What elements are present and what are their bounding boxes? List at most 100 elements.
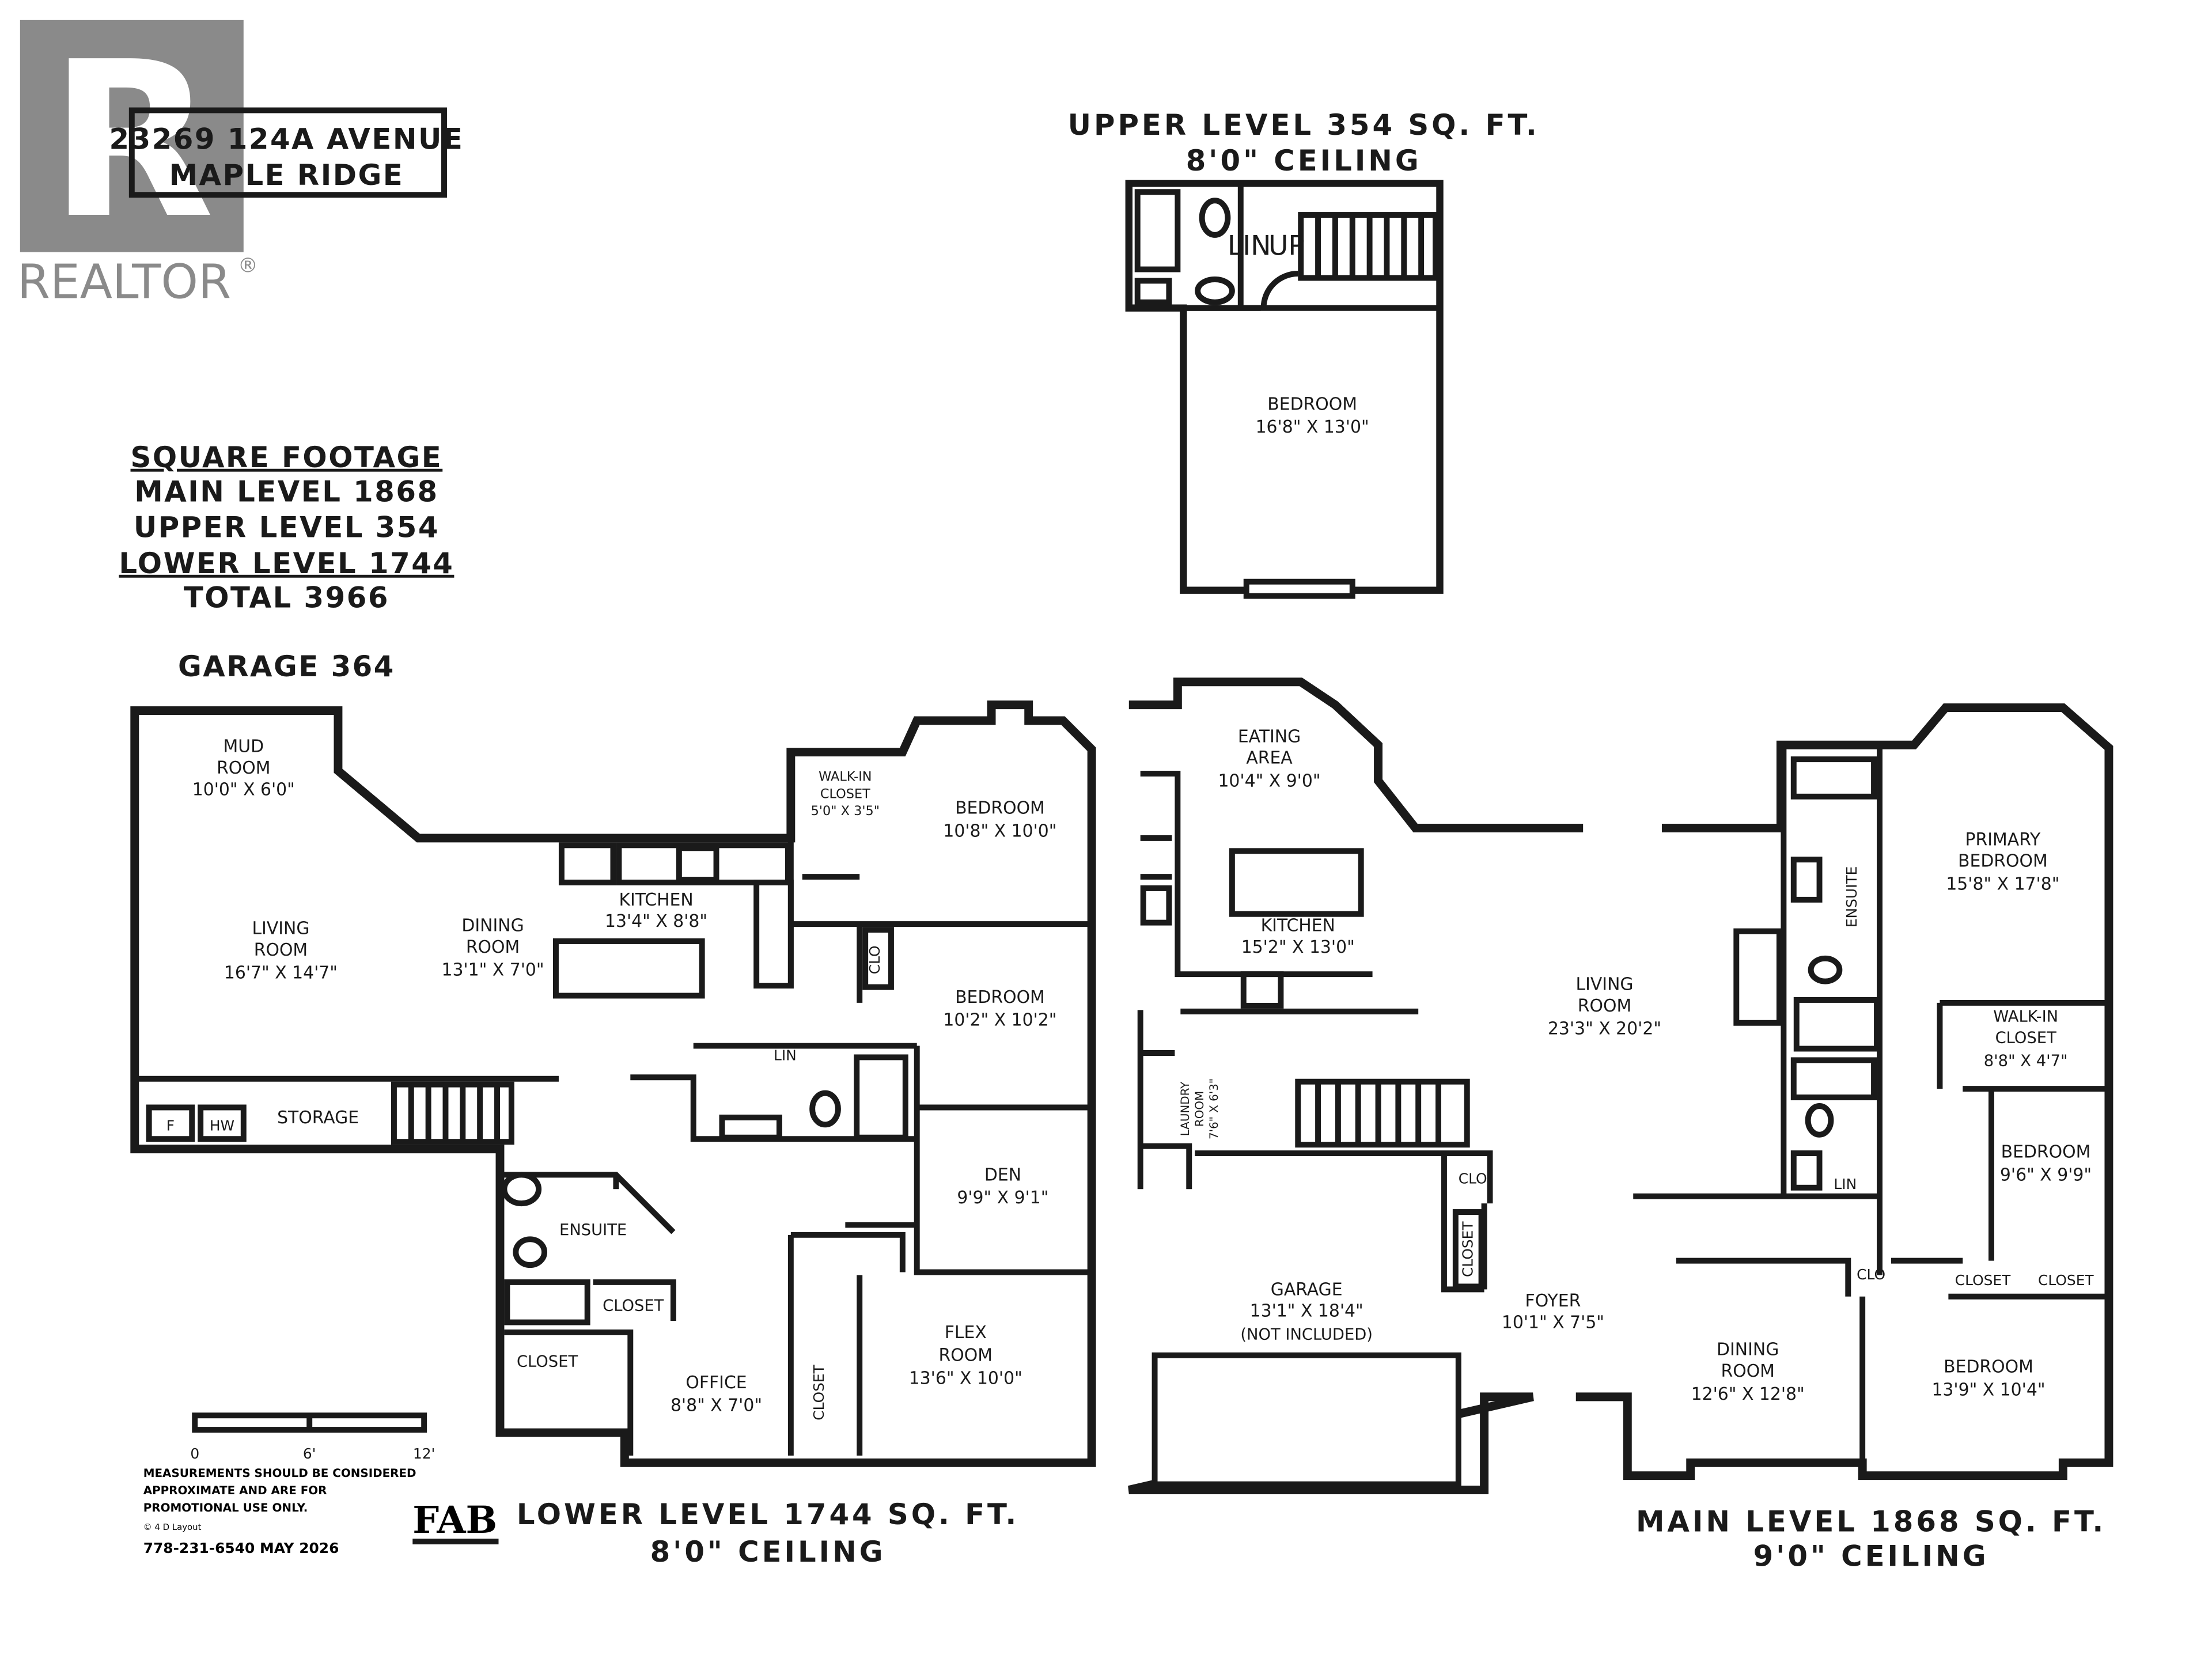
main-kitchen-range bbox=[1240, 971, 1284, 1009]
upper-toilet bbox=[1199, 198, 1231, 238]
main-kitchen-counters bbox=[1137, 771, 1419, 1190]
main-kitchen-sink bbox=[1140, 885, 1172, 926]
lower-wic-name2: CLOSET bbox=[820, 786, 870, 801]
lower-dining-name2: ROOM bbox=[466, 937, 520, 957]
main-bedroom2-name: BEDROOM bbox=[1944, 1357, 2033, 1377]
main-dining-dim: 12'6" X 12'8" bbox=[1691, 1384, 1805, 1404]
main-wic-dim: 8'8" X 4'7" bbox=[1984, 1052, 2068, 1070]
lower-furnace-box bbox=[146, 1104, 195, 1142]
main-laundry-name: LAUNDRY bbox=[1179, 1081, 1192, 1136]
main-ensuite-shower bbox=[1793, 997, 1880, 1052]
sqft-lower: LOWER LEVEL 1744 bbox=[119, 547, 454, 580]
upper-bedroom-name: BEDROOM bbox=[1267, 394, 1357, 414]
lower-lin-label: LIN bbox=[774, 1047, 797, 1063]
lower-living-name: LIVING bbox=[252, 919, 309, 939]
upper-window bbox=[1243, 578, 1355, 599]
lower-bedroom2-dim: 10'2" X 10'2" bbox=[943, 1010, 1056, 1031]
main-primary-name2: BEDROOM bbox=[1958, 851, 2048, 872]
main-level-plan: EATING AREA 10'4" X 9'0" KITCHEN 15'2" X… bbox=[1128, 677, 2113, 1573]
registered-mark: ® bbox=[238, 255, 258, 278]
disclaimer: MEASUREMENTS SHOULD BE CONSIDERED APPROX… bbox=[143, 1467, 416, 1556]
main-garage-dim: 13'1" X 18'4" bbox=[1250, 1301, 1363, 1321]
main-clo1-label: CLO bbox=[1459, 1170, 1487, 1187]
lower-flex-name: FLEX bbox=[945, 1323, 987, 1343]
main-ensuite-tub bbox=[1790, 756, 1877, 800]
lower-kitchen-sink-counter bbox=[753, 880, 794, 989]
main-closet-v-label: CLOSET bbox=[1460, 1221, 1476, 1277]
lower-clo-box bbox=[862, 927, 894, 990]
lower-ensuite-label: ENSUITE bbox=[559, 1221, 627, 1239]
lower-kitchen-counter-1 bbox=[558, 842, 616, 885]
main-clo2-label: CLO bbox=[1857, 1266, 1885, 1283]
lower-bath-toilet bbox=[809, 1090, 841, 1128]
main-garage-note: (NOT INCLUDED) bbox=[1240, 1325, 1373, 1343]
lower-hw-label: HW bbox=[210, 1117, 234, 1134]
upper-stair-treads bbox=[1315, 215, 1425, 278]
lower-living-dim: 16'7" X 14'7" bbox=[224, 963, 338, 983]
sqft-total: TOTAL 3966 bbox=[184, 581, 389, 615]
sqft-upper: UPPER LEVEL 354 bbox=[134, 511, 440, 544]
main-level-ceiling: 9'0" CEILING bbox=[1753, 1539, 1989, 1573]
main-closet-b-label: CLOSET bbox=[2038, 1272, 2094, 1289]
main-kitchen-dim: 15'2" X 13'0" bbox=[1241, 937, 1355, 957]
lower-level-plan: F HW STORAGE MUD ROOM 10'0" X 6'0" LIVIN… bbox=[130, 700, 1096, 1569]
sqft-title: SQUARE FOOTAGE bbox=[131, 441, 443, 474]
lower-ensuite-tub bbox=[504, 1279, 590, 1325]
main-ensuite-toilet bbox=[1808, 955, 1843, 984]
main-level-title: MAIN LEVEL 1868 SQ. FT. bbox=[1636, 1505, 2106, 1539]
main-foyer-name: FOYER bbox=[1525, 1291, 1581, 1311]
scale-12: 12' bbox=[413, 1445, 435, 1462]
lower-bath-tub bbox=[854, 1054, 908, 1141]
main-laundry-dim: 7'6" X 6'3" bbox=[1207, 1078, 1221, 1139]
square-footage-summary: SQUARE FOOTAGE MAIN LEVEL 1868 UPPER LEV… bbox=[119, 441, 454, 683]
main-closet-box bbox=[1452, 1209, 1484, 1290]
main-primary-name: PRIMARY bbox=[1965, 830, 2041, 850]
lower-closet2-label: CLOSET bbox=[517, 1353, 578, 1371]
lower-den-name: DEN bbox=[984, 1165, 1021, 1185]
lower-mud-dim: 10'0" X 6'0" bbox=[192, 779, 295, 800]
main-closet-a-label: CLOSET bbox=[1955, 1272, 2011, 1289]
main-wic-name2: CLOSET bbox=[1995, 1029, 2057, 1047]
main-lin-label: LIN bbox=[1834, 1176, 1857, 1192]
main-interior-walls bbox=[1195, 745, 2109, 1463]
main-eating-name2: AREA bbox=[1246, 748, 1293, 768]
lower-dining-dim: 13'1" X 7'0" bbox=[441, 960, 544, 980]
main-eating-dim: 10'4" X 9'0" bbox=[1218, 771, 1320, 791]
upper-level-plan: UPPER LEVEL 354 SQ. FT. 8'0" CEILING LIN… bbox=[1068, 108, 1537, 599]
lower-kitchen-name: KITCHEN bbox=[619, 890, 693, 910]
upper-linen-box bbox=[1134, 278, 1172, 305]
sqft-main: MAIN LEVEL 1868 bbox=[134, 475, 438, 508]
main-dining-name: DINING bbox=[1717, 1340, 1779, 1360]
main-ensuite-sink bbox=[1790, 857, 1823, 903]
lower-mud-name2: ROOM bbox=[217, 758, 270, 778]
main-kitchen-name: KITCHEN bbox=[1261, 916, 1335, 936]
upper-bedroom-dim: 16'8" X 13'0" bbox=[1256, 417, 1369, 437]
main-laundry-name2: ROOM bbox=[1193, 1091, 1206, 1127]
fab-logo: FAB bbox=[412, 1498, 499, 1545]
main-bedroom-name: BEDROOM bbox=[2001, 1142, 2091, 1162]
lower-den-dim: 9'9" X 9'1" bbox=[957, 1188, 1048, 1208]
lower-interior-walls bbox=[499, 838, 1092, 1456]
main-bedroom-dim: 9'6" X 9'9" bbox=[2000, 1165, 2092, 1185]
main-living-name: LIVING bbox=[1575, 975, 1633, 995]
upper-lin-label: LIN bbox=[1228, 230, 1271, 262]
address-box: 23269 124A AVENUE MAPLE RIDGE bbox=[109, 107, 463, 198]
main-garage-name: GARAGE bbox=[1271, 1279, 1343, 1300]
disclaimer-line-3: PROMOTIONAL USE ONLY. bbox=[143, 1501, 308, 1514]
lower-wic-name: WALK-IN bbox=[819, 769, 872, 784]
main-foyer-dim: 10'1" X 7'5" bbox=[1502, 1312, 1604, 1332]
scale-0: 0 bbox=[190, 1445, 199, 1462]
lower-ensuite-sink bbox=[501, 1172, 542, 1207]
scale-bar: 0 6' 12' bbox=[190, 1412, 435, 1462]
contact-line: 778-231-6540 MAY 2026 bbox=[143, 1540, 339, 1556]
upper-level-ceiling: 8'0" CEILING bbox=[1186, 144, 1422, 177]
lower-kitchen-island bbox=[552, 938, 705, 999]
address-line-2: MAPLE RIDGE bbox=[169, 158, 404, 192]
scale-6: 6' bbox=[303, 1445, 316, 1462]
main-kitchen-island bbox=[1229, 848, 1364, 917]
lower-mud-name: MUD bbox=[224, 737, 264, 757]
address-box-border bbox=[128, 107, 447, 198]
lower-closet1-label: CLOSET bbox=[603, 1297, 664, 1315]
disclaimer-line-2: APPROXIMATE AND ARE FOR bbox=[143, 1484, 327, 1497]
